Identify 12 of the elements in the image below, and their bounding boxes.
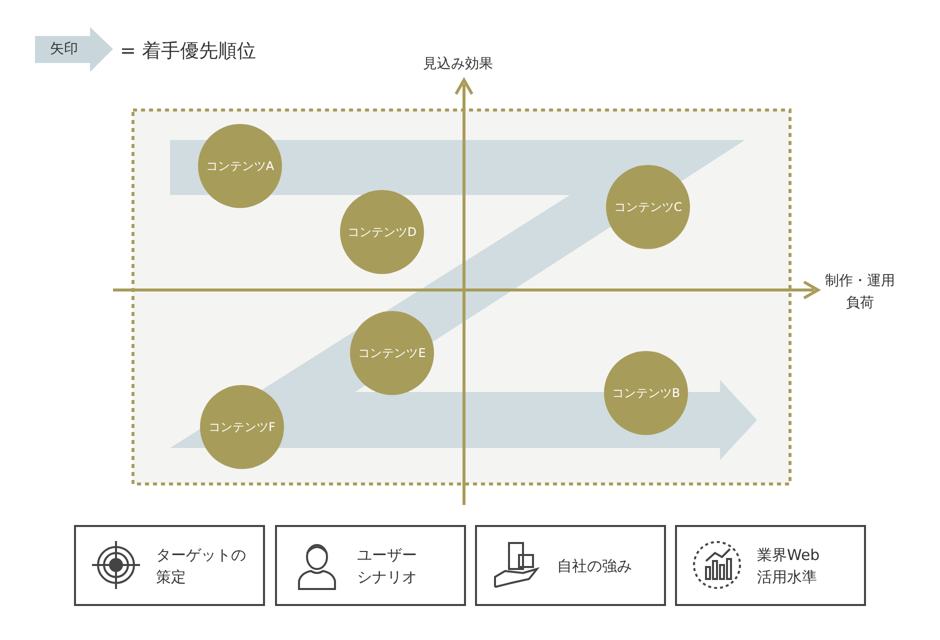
legend-text: = 着手優先順位	[120, 39, 256, 64]
axis-label: 見込み効果	[423, 55, 493, 73]
factor-box	[275, 525, 466, 606]
factor-label: ユーザーシナリオ	[357, 544, 418, 588]
factor-label: ターゲットの策定	[156, 544, 247, 588]
factor-label: 業界Web活用水準	[757, 544, 821, 588]
axis-label: 制作・運用負荷	[824, 272, 896, 313]
factor-label: 自社の強み	[557, 556, 633, 576]
factor-box	[475, 525, 666, 606]
factor-box	[74, 525, 265, 606]
factor-box	[675, 525, 866, 606]
legend-arrow-label: 矢印	[50, 40, 78, 58]
